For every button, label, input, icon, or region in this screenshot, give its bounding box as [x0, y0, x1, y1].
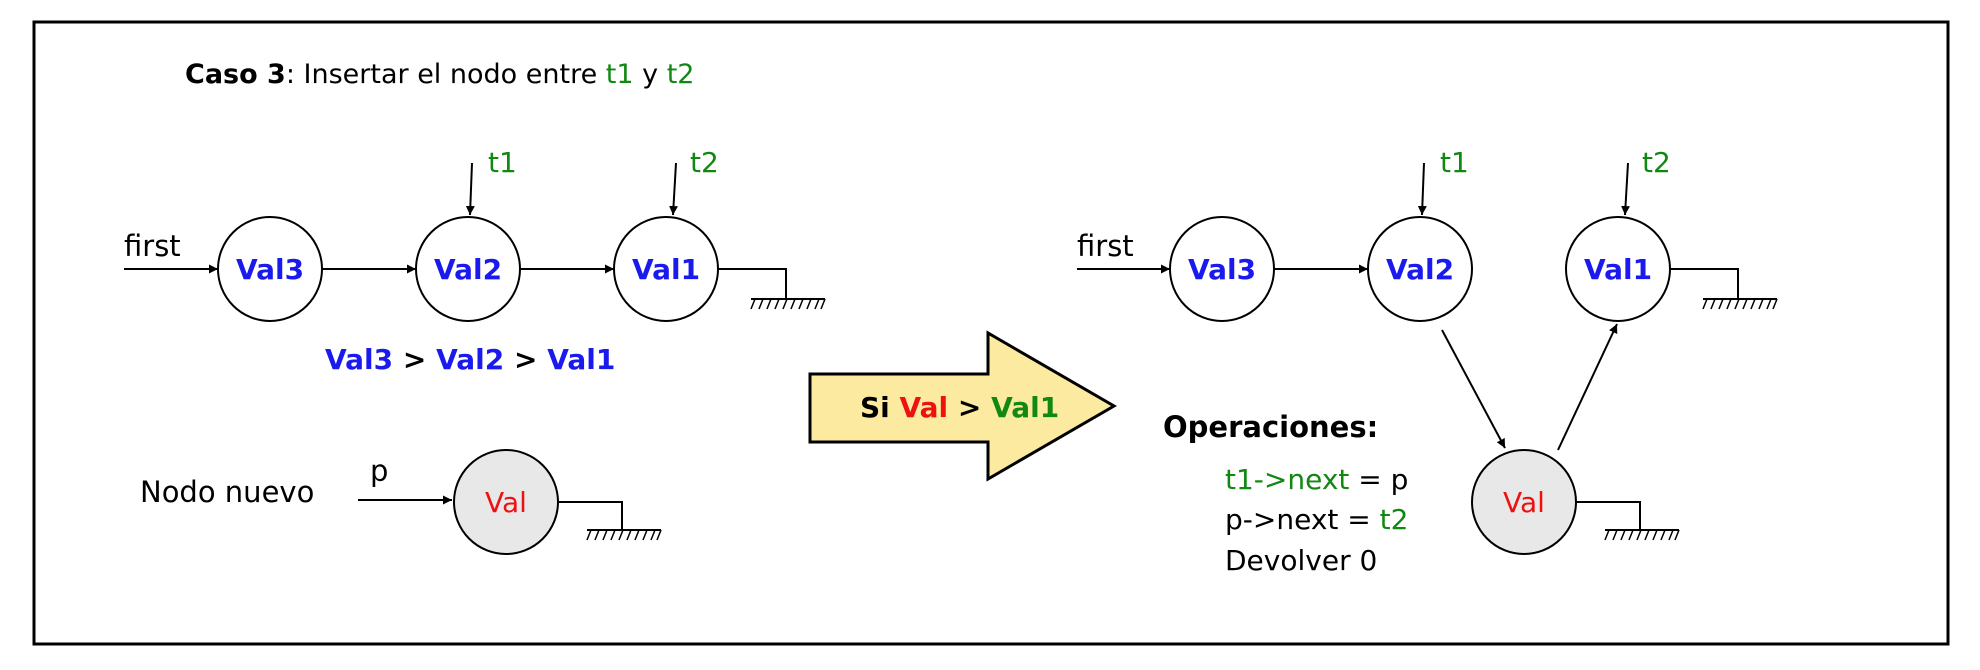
right-new-node-label: Val [1503, 486, 1545, 519]
p-label: p [370, 454, 388, 488]
right-new-null-ground [1604, 529, 1680, 541]
left-order-text: Val3 > Val2 > Val1 [325, 343, 615, 376]
left-new-null-ground [586, 529, 662, 541]
title: Caso 3: Insertar el nodo entre t1 y t2 [185, 59, 694, 90]
left-new-node-label: Val [485, 486, 527, 519]
left-null-link [718, 268, 787, 299]
condition-text: Si Val > Val1 [860, 391, 1059, 424]
right-node-val1-label: Val1 [1584, 253, 1652, 286]
right-node-val2 [1367, 216, 1473, 322]
operations-title: Operaciones: [1163, 410, 1378, 444]
right-first-label: first [1077, 229, 1134, 263]
right-node-val3-label: Val3 [1188, 253, 1256, 286]
right-arrow-val2-val [1441, 329, 1506, 449]
left-t1-label: t1 [488, 146, 517, 179]
right-t2-arrow [1621, 162, 1631, 216]
right-null-ground [1702, 298, 1778, 310]
right-t1-arrow [1417, 162, 1427, 216]
new-node-caption: Nodo nuevo [140, 475, 314, 509]
right-node-val2-label: Val2 [1386, 253, 1454, 286]
left-list: first Val3 Val2 Val1 t1 t2 Val3 > Val2 >… [124, 146, 826, 555]
left-node-val1-label: Val1 [632, 253, 700, 286]
right-null-link [1670, 268, 1739, 299]
operation-2: p->next = t2 [1225, 503, 1408, 536]
left-node-val2-label: Val2 [434, 253, 502, 286]
left-t1-arrow [465, 162, 475, 216]
condition-arrow: Si Val > Val1 [808, 330, 1117, 482]
right-list: first Val3 Val2 Val1 t1 t2 Val Operacion… [1077, 146, 1778, 577]
operation-1: t1->next = p [1225, 463, 1408, 496]
right-t2-label: t2 [1642, 146, 1671, 179]
frame [32, 20, 1950, 646]
left-t2-arrow [669, 162, 679, 216]
left-t2-label: t2 [690, 146, 719, 179]
left-new-null-link [558, 501, 623, 530]
operation-3: Devolver 0 [1225, 544, 1377, 577]
left-node-val3-label: Val3 [236, 253, 304, 286]
left-first-label: first [124, 229, 181, 263]
right-t1-label: t1 [1440, 146, 1469, 179]
condition-arrow-shape [808, 330, 1117, 482]
right-new-null-link [1576, 501, 1641, 530]
left-null-ground [750, 298, 826, 310]
right-arrow-val-val1 [1557, 323, 1618, 451]
